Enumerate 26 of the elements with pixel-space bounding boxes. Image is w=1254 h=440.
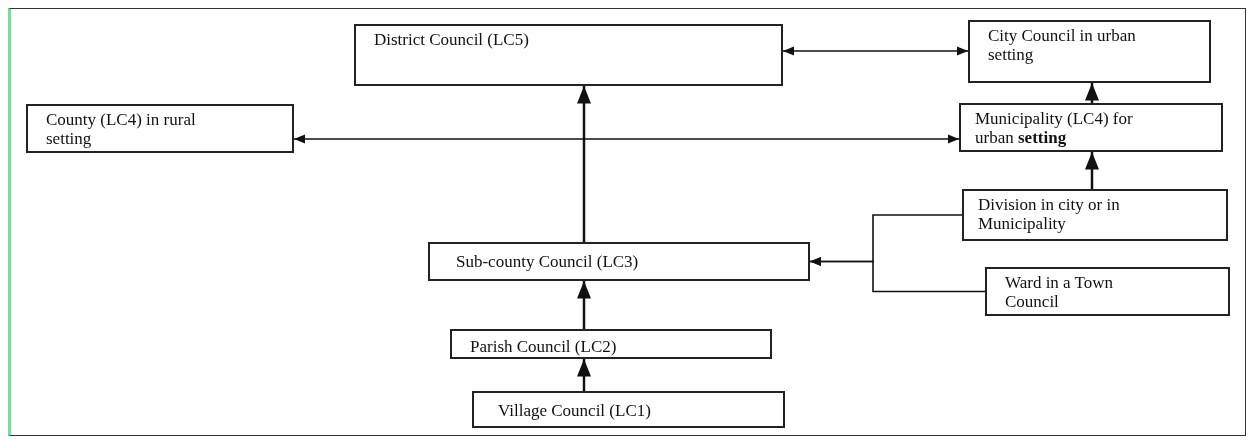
arrow xyxy=(1085,83,1099,103)
box-text: Division in city or in Municipality xyxy=(978,195,1121,233)
box-text: City Council in urban setting xyxy=(988,26,1137,64)
arrow xyxy=(577,86,591,242)
council-box xyxy=(985,267,1230,316)
box-text: Village Council (LC1) xyxy=(498,401,652,420)
box-text: Parish Council (LC2) xyxy=(470,337,618,356)
arrow xyxy=(577,281,591,329)
council-box xyxy=(959,103,1223,152)
council-box xyxy=(428,242,810,281)
council-box xyxy=(354,24,783,86)
council-box xyxy=(962,189,1228,241)
arrow xyxy=(809,257,986,293)
box-text: County (LC4) in rural setting xyxy=(46,110,197,148)
council-box xyxy=(26,104,294,153)
arrow xyxy=(293,134,960,144)
box-text: Municipality (LC4) for urban setting xyxy=(975,109,1134,147)
council-box xyxy=(450,329,772,359)
box-text: District Council (LC5) xyxy=(374,30,530,49)
arrow xyxy=(577,359,591,391)
council-box xyxy=(472,391,785,428)
arrow xyxy=(782,46,969,56)
box-text: Sub-county Council (LC3) xyxy=(456,252,640,271)
arrow xyxy=(1085,152,1099,189)
council-box xyxy=(968,20,1211,83)
box-text: Ward in a Town Council xyxy=(1005,273,1115,311)
